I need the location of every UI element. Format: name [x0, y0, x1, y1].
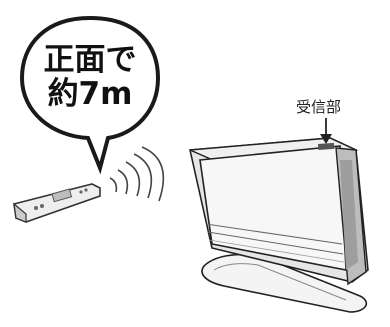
speech-bubble: [19, 15, 161, 175]
air-conditioner-unit-icon: [189, 137, 369, 313]
signal-waves-icon: [109, 146, 165, 202]
bubble-line-1: 正面で: [43, 42, 137, 78]
arrow-down-icon: [320, 118, 332, 144]
remote-control-icon: [13, 183, 101, 223]
bubble-line-2: 約7m: [47, 76, 133, 112]
receiver-label: 受信部: [296, 98, 342, 116]
